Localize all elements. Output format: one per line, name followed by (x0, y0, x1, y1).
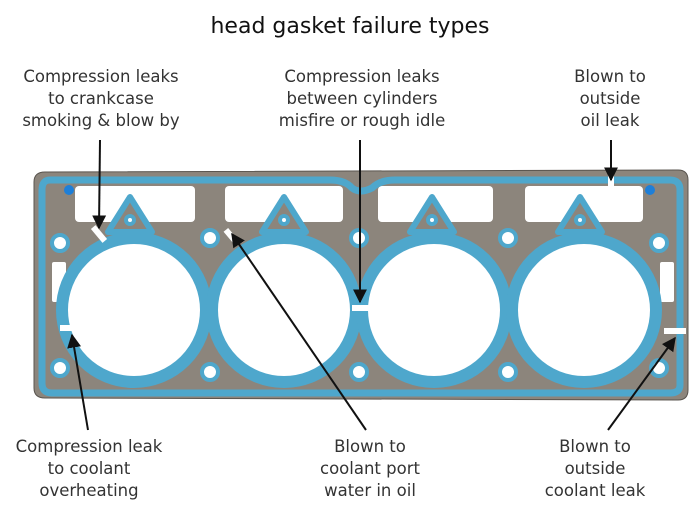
label-compression-to-coolant: Compression leak to coolant overheating (15, 437, 163, 500)
bolt-holes (50, 214, 669, 382)
arrow-top-left (92, 139, 107, 230)
cylinder-4 (506, 232, 662, 388)
label-compression-between-cylinders: Compression leaks between cylinders misf… (278, 67, 446, 130)
arrow-bottom-center (231, 232, 367, 431)
label-blown-outside-coolant: Blown to outside coolant leak (544, 437, 646, 500)
label-blown-to-coolant-port: Blown to coolant port water in oil (320, 437, 420, 500)
cylinder-1 (56, 232, 212, 388)
dowel-pin-left (64, 185, 74, 195)
diagram-title: head gasket failure types (210, 14, 490, 39)
arrow-bottom-left (67, 333, 89, 431)
arrow-bottom-right (607, 336, 676, 431)
callout-arrows (67, 139, 676, 431)
label-blown-outside-oil: Blown to outside oil leak (574, 67, 646, 130)
dowel-pin-right (645, 185, 655, 195)
label-compression-to-crankcase: Compression leaks to crankcase smoking &… (22, 67, 180, 130)
perimeter-bead (38, 176, 684, 397)
cylinder-bores (56, 232, 662, 388)
cylinder-3 (356, 232, 512, 388)
